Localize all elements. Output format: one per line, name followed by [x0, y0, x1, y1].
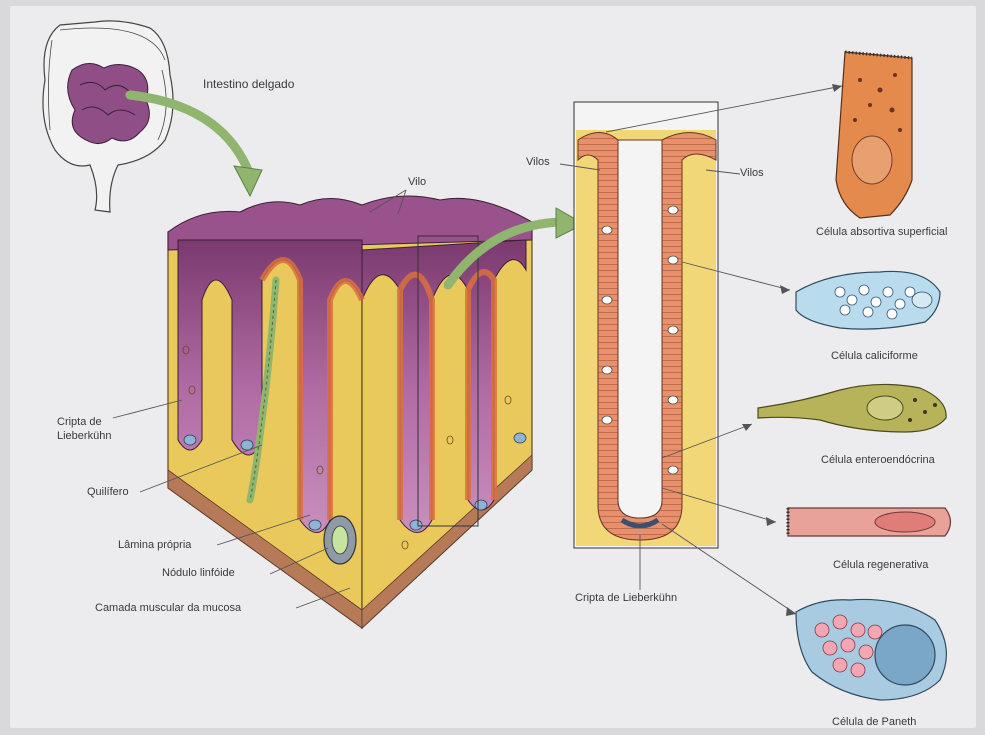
label-lacteal: Quilífero [87, 486, 129, 499]
label-villi-right: Vilos [740, 167, 764, 180]
label-crypt-detail: Cripta de Lieberkühn [575, 592, 677, 605]
label-lamina-propria: Lâmina própria [118, 539, 191, 552]
cell-regenerative [788, 508, 951, 536]
label-cell-absorptive: Célula absortiva superficial [816, 226, 947, 239]
cell-enteroendocrine [758, 384, 946, 432]
label-crypt-left-1: Cripta de [57, 416, 102, 429]
label-cell-enteroendocrine: Célula enteroendócrina [821, 454, 935, 467]
label-muscularis: Camada muscular da mucosa [95, 602, 241, 615]
label-villus: Vilo [408, 176, 426, 189]
label-crypt-left-2: Lieberkühn [57, 430, 111, 443]
label-cell-regenerative: Célula regenerativa [833, 559, 928, 572]
label-cell-paneth: Célula de Paneth [832, 716, 916, 729]
cell-goblet [796, 271, 940, 329]
cell-absorptive [836, 52, 912, 218]
tissue-block [168, 196, 532, 628]
label-cell-goblet: Célula caliciforme [831, 350, 918, 363]
intestine-thumbnail [43, 21, 173, 212]
label-villi-left: Vilos [526, 156, 550, 169]
label-intestine: Intestino delgado [203, 77, 294, 91]
label-lymph-node: Nódulo linfóide [162, 567, 235, 580]
cell-paneth [796, 599, 946, 700]
